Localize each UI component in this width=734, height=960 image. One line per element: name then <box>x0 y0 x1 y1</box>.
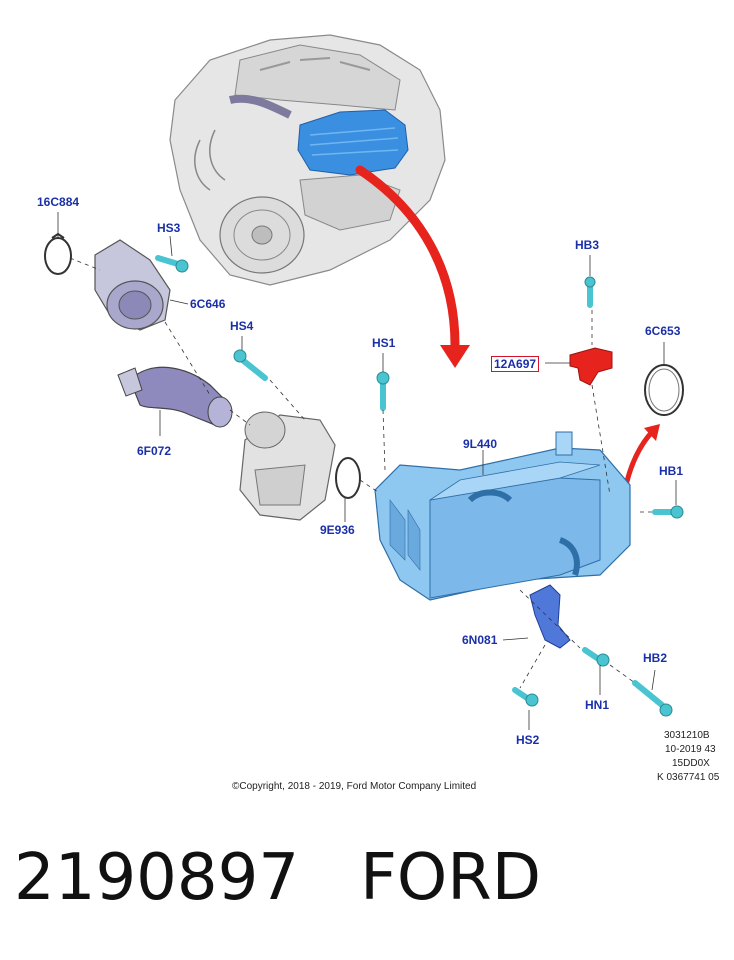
label-HS3: HS3 <box>157 221 181 235</box>
label-9E936: 9E936 <box>320 523 355 537</box>
label-12A697: 12A697 <box>491 356 540 372</box>
leader-lines <box>57 212 677 730</box>
part-6F072-pipe <box>117 366 233 428</box>
part-6N081-bracket <box>529 584 571 649</box>
label-16C884: 16C884 <box>37 195 80 209</box>
part-9L440-cooler <box>374 431 631 601</box>
label-6N081: 6N081 <box>462 633 498 647</box>
label-HB3: HB3 <box>575 238 600 252</box>
footer-title: 2190897 FORD <box>14 838 541 918</box>
info-line-4: K 0367741 05 <box>657 772 720 783</box>
label-HB2: HB2 <box>643 651 668 665</box>
gray-module <box>239 411 336 521</box>
label-HB1: HB1 <box>659 464 684 478</box>
part-16C884-clamp <box>44 237 72 275</box>
part-12A697-sensor <box>569 347 613 386</box>
label-HS2: HS2 <box>516 733 540 747</box>
brand-name: FORD <box>360 841 541 915</box>
red-arrow-head <box>440 345 470 368</box>
label-6C653: 6C653 <box>645 324 681 338</box>
label-9L440: 9L440 <box>463 437 498 451</box>
red-arrow-large <box>355 165 460 350</box>
info-line-2: 10-2019 43 <box>665 744 716 755</box>
info-line-1: 3031210B <box>664 730 710 741</box>
fastener-HS4 <box>233 349 268 381</box>
info-line-3: 15DD0X <box>672 758 710 769</box>
label-6F072: 6F072 <box>137 444 172 458</box>
part-9E936-clamp <box>335 457 361 499</box>
part-6C646-elbow <box>94 239 171 331</box>
fastener-HS1 <box>376 371 390 411</box>
fastener-HB2 <box>632 680 673 717</box>
label-HS4: HS4 <box>230 319 254 333</box>
exploded-parts-diagram <box>44 34 684 730</box>
engine-highlighted-cooler <box>297 109 409 176</box>
label-6C646: 6C646 <box>190 297 226 311</box>
engine-assembly <box>169 34 446 286</box>
label-HN1: HN1 <box>585 698 610 712</box>
fastener-HB1 <box>652 505 684 519</box>
dash-lines <box>69 257 652 689</box>
fastener-HS2 <box>512 687 539 707</box>
fastener-HS3 <box>155 255 189 273</box>
fastener-HB3 <box>584 276 596 308</box>
part-6C653-gasket <box>644 364 684 416</box>
label-HS1: HS1 <box>372 336 396 350</box>
red-arrow-small <box>622 429 655 493</box>
copyright-text: ©Copyright, 2018 - 2019, Ford Motor Comp… <box>232 781 477 792</box>
fastener-HN1 <box>582 647 610 667</box>
part-number: 2190897 <box>14 841 300 915</box>
